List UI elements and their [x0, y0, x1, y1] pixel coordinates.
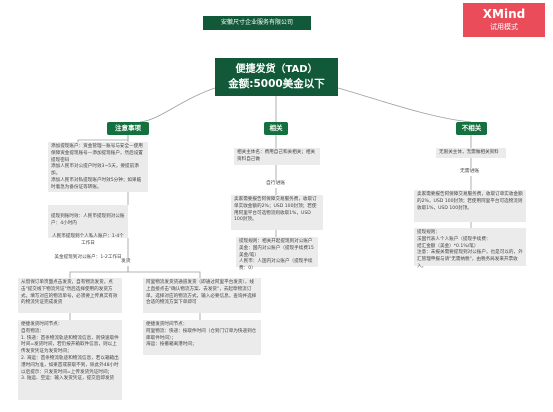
topic-self-ship[interactable]: 从借保订单页面点击发货，自有物流发货，点击"提交线下物流凭证"然后选择使用的发货…: [18, 278, 122, 313]
self-settle-label: 自行进账: [266, 181, 286, 186]
topic-self-ship-timing[interactable]: 便捷发货时间节点： 自有物流： 1. 快递：首条物流轨迹和物流信息，则快速取件时…: [18, 320, 122, 400]
root-amount: 金额:5000美金以下: [228, 78, 325, 90]
topic-unrelated-entity[interactable]: 无限关主体，无需做相关资料: [436, 148, 506, 158]
topic-unrelated-fee[interactable]: 卖家需要报告阿保障交易服务费，收取订单实收金额的2%，USD 100封顶；若使用…: [414, 190, 526, 222]
trial-mode-label: 试用模式: [490, 23, 518, 31]
branch-related[interactable]: 相关: [264, 122, 288, 135]
topic-ali-ship-timing[interactable]: 便捷发货时间节点： 阿里物流：快递：按取件时间（仓到门订单为快递到仓库取件时间）…: [143, 320, 261, 355]
connector-root-unrelated: [337, 87, 472, 123]
branch-note[interactable]: 注意事项: [107, 122, 149, 135]
connector-note-t1: [77, 135, 129, 142]
topic-unrelated-withdraw[interactable]: 提现规则： 法国代表人个人账户（提现手续费： 结汇金额（美金）*0.1%/笔） …: [414, 228, 526, 269]
topic-related-withdraw[interactable]: 提现规则：相关开起提现到对公账户 美金：国内对公账户（提现手续费15美金/笔） …: [236, 237, 318, 271]
xmind-brand: XMind: [482, 7, 526, 21]
root-title: 便捷发货（TAD）: [235, 64, 318, 75]
topic-add-withdraw-account[interactable]: 添加提现账户：资金管理—账号与安全—使用保障资金提现账号—添加提现账户，然后设置…: [48, 142, 148, 192]
xmind-watermark: XMind 试用模式: [463, 3, 545, 37]
withdraw-timing-line1: 提现到账时效：人民币提现到对公账户：4小时内: [51, 213, 125, 226]
withdraw-timing-line3: 美金提现到对公账户：1-2工作日: [54, 254, 122, 260]
topic-ali-ship[interactable]: 阿里物流发货货通道发货（即通过阿里平台发货），线上直接点击"确认物流方案、去发货…: [143, 278, 261, 313]
ship-label: 发货: [121, 259, 131, 264]
topic-withdraw-timing[interactable]: 提现到账时效：人民币提现到对公账户：4小时内 人民币提现到个人私人账户：1-4个…: [48, 205, 128, 260]
company-banner: 安徽尺寸企业服务有限公司: [203, 16, 311, 30]
branch-unrelated[interactable]: 不相关: [456, 122, 487, 135]
connector-ship-b: [127, 266, 201, 278]
withdraw-timing-line2: 人民币提现到个人私人账户：1-4个工作日: [52, 234, 124, 246]
topic-related-fee[interactable]: 卖家需要报告阿保障交易服务费，收取订单实收金额的2%；USD 100封顶；若使用…: [231, 195, 323, 230]
root-topic[interactable]: 便捷发货（TAD） 金额:5000美金以下: [215, 58, 338, 96]
connector-root-note: [139, 87, 216, 123]
no-settle-label: 无需进账: [460, 169, 480, 174]
topic-related-entity[interactable]: 相关主体名：费用自己和关相关；相关资料自己做: [234, 148, 320, 165]
